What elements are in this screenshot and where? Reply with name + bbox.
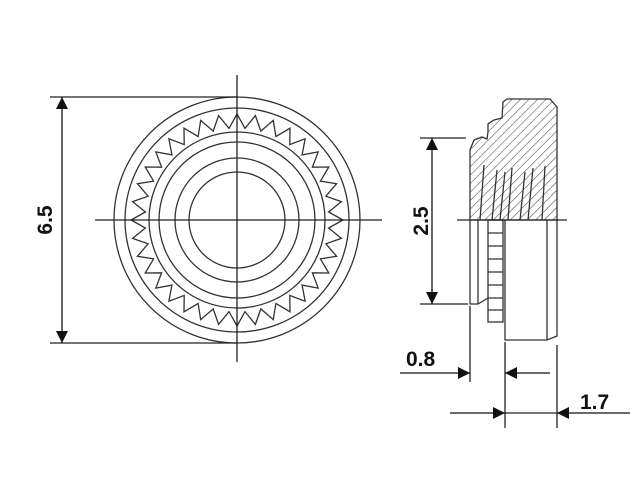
hatched-section [469,98,558,221]
flange-outline [469,220,489,305]
shank-outline [504,220,558,341]
shank-length-label: 1.7 [580,391,609,414]
flange-thickness-label: 0.8 [406,348,436,371]
knurl-lines [488,232,503,311]
serration-lines [479,164,546,221]
side-view [400,98,630,428]
front-view [50,75,382,362]
knurl-band [487,219,504,323]
height-label: 2.5 [410,206,433,236]
diameter-label: 6.5 [34,205,57,235]
